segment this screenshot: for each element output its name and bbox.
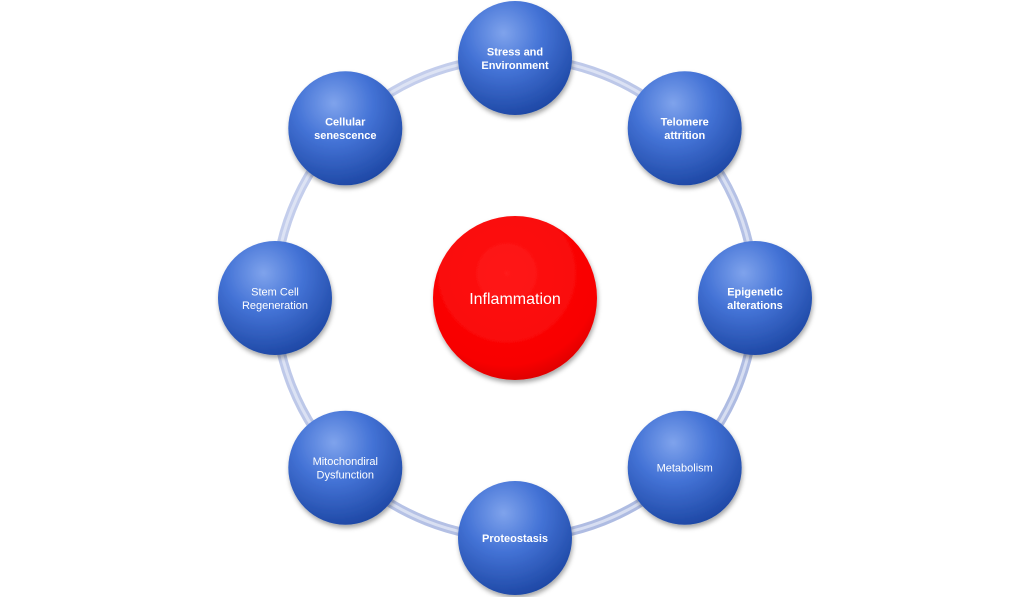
node-metabolism: Metabolism <box>627 410 742 525</box>
node-label-line: Telomere <box>661 117 709 129</box>
node-label-line: attrition <box>664 130 705 142</box>
node-circle <box>458 481 572 595</box>
node-epigenetic-alterations: Epigenetic alterations <box>698 241 812 355</box>
node-label-line: Dysfunction <box>317 470 374 482</box>
node-circle <box>627 410 742 525</box>
node-label-line: Regeneration <box>242 300 308 312</box>
node-label-line: Mitochondiral <box>313 456 378 468</box>
node-label-line: Cellular <box>325 117 366 129</box>
node-circle <box>218 241 332 355</box>
node-proteostasis: Proteostasis <box>458 481 572 595</box>
node-circle <box>698 241 812 355</box>
node-label-line: Metabolism <box>657 463 713 475</box>
node-circle <box>627 71 742 186</box>
outer-nodes: Stress andEnvironmentTelomereattritionEp… <box>218 1 812 595</box>
node-circle <box>288 410 403 525</box>
node-label-line: Environment <box>481 60 549 72</box>
node-label-line: Stress and <box>487 46 543 58</box>
node-circle <box>288 71 403 186</box>
center-node-inflammation: Inflammation <box>433 216 597 380</box>
node-circle <box>458 1 572 115</box>
node-label-line: alterations <box>727 300 783 312</box>
center-node-label: Inflammation <box>469 291 561 308</box>
node-label-line: Proteostasis <box>482 533 548 545</box>
node-label-line: Stem Cell <box>251 286 299 298</box>
node-label-line: Epigenetic <box>727 286 783 298</box>
node-label-line: senescence <box>314 130 376 142</box>
